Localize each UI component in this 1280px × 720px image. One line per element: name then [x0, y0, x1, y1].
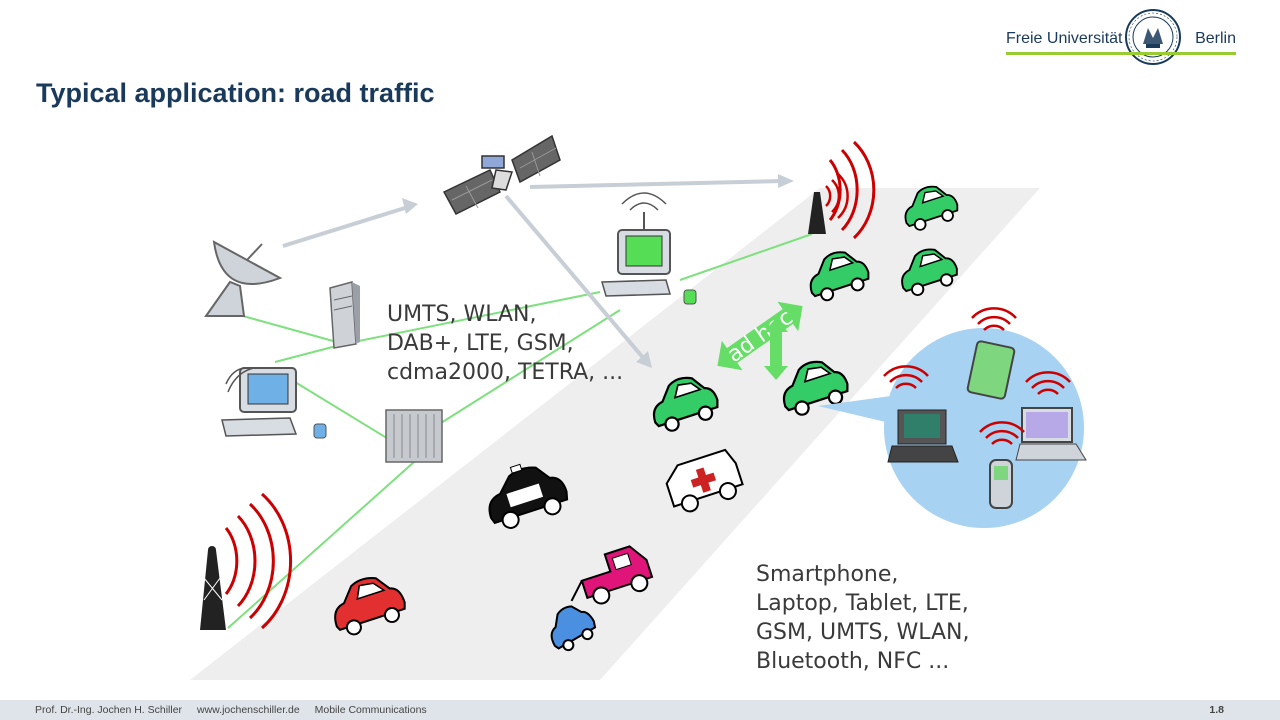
- footer-website: www.jochenschiller.de: [196, 704, 300, 716]
- satellite-dish-icon: [204, 240, 283, 317]
- wireless-desktop-icon: [601, 192, 697, 305]
- network-rack-icon: [385, 409, 443, 463]
- red-car: [334, 577, 406, 636]
- footer: Prof. Dr.-Ing. Jochen H. Schiller www.jo…: [0, 700, 1280, 720]
- page-number: 1.8: [1209, 704, 1224, 716]
- ambulance: [665, 448, 744, 513]
- server-tower-icon: [329, 281, 360, 349]
- mobile-phone-icon: [989, 459, 1013, 509]
- slide-title: Typical application: road traffic: [36, 78, 435, 108]
- university-logo: Freie Universität Berlin: [1006, 8, 1236, 68]
- university-seal-icon: [1125, 9, 1181, 65]
- cell-tower-bottom-icon: [200, 492, 293, 630]
- notebook-icon: [1015, 407, 1087, 461]
- network-links: [227, 233, 813, 629]
- satellite-links: [282, 179, 783, 362]
- tow-truck: [570, 545, 654, 605]
- footer-author: Prof. Dr.-Ing. Jochen H. Schiller: [35, 704, 183, 716]
- police-car: [488, 463, 569, 529]
- desktop-computer-icon: [221, 367, 327, 439]
- device-technologies-text: Smartphone, Laptop, Tablet, LTE, GSM, UM…: [756, 562, 970, 674]
- device-bubble: [818, 307, 1087, 528]
- satellite-icon: [442, 134, 561, 215]
- footer-course: Mobile Communications: [314, 704, 427, 716]
- arrow-heads: [402, 174, 794, 368]
- logo-text-right: Berlin: [1195, 30, 1236, 47]
- blue-car: [550, 605, 597, 652]
- tablet-icon: [966, 340, 1016, 400]
- cell-tower-top-icon: [808, 140, 876, 240]
- logo-underline: [1006, 52, 1236, 55]
- road-surface: [190, 188, 1040, 680]
- network-technologies-text: UMTS, WLAN, DAB+, LTE, GSM, cdma2000, TE…: [387, 302, 624, 385]
- laptop-icon: [887, 409, 959, 463]
- ad-hoc-arrow-vertical: [764, 318, 788, 380]
- logo-text-left: Freie Universität: [1006, 30, 1123, 47]
